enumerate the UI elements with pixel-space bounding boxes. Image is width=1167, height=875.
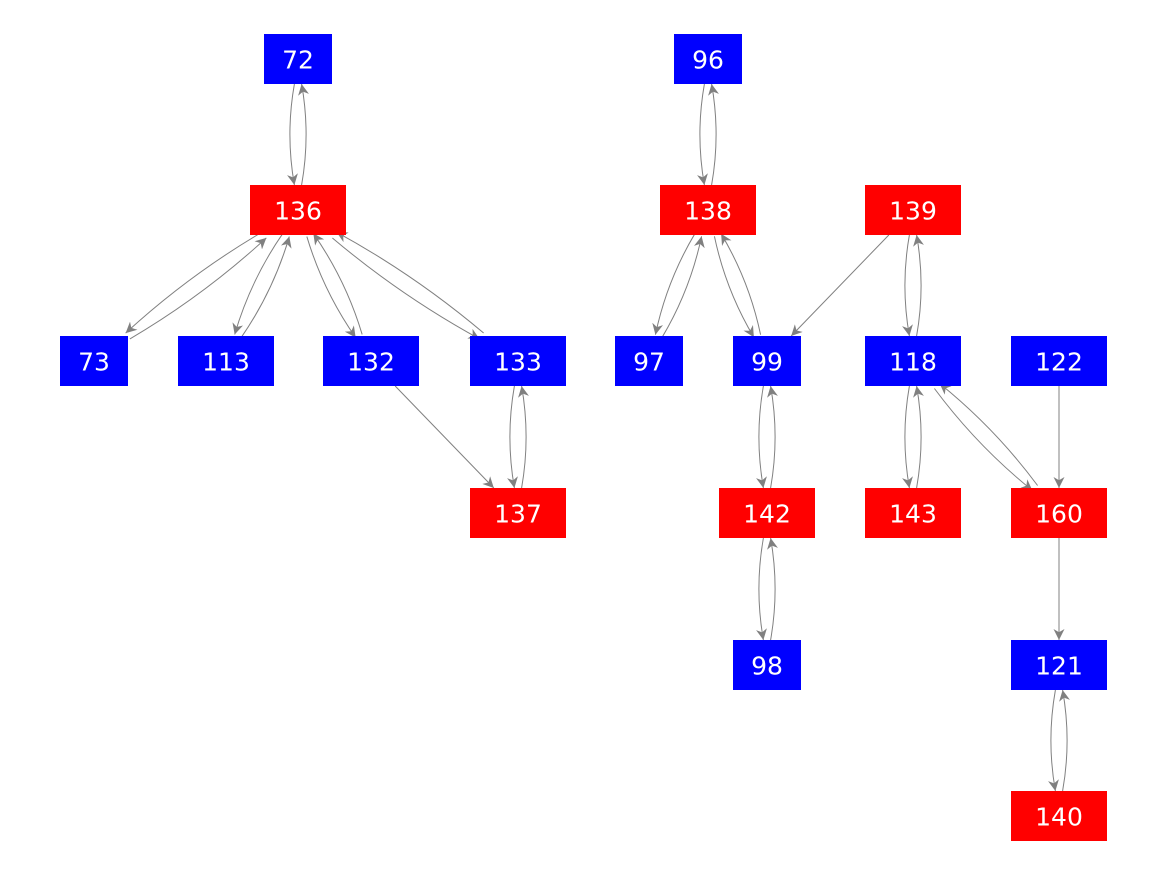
node-label: 96 [692, 46, 724, 75]
node-73[interactable]: 73 [60, 336, 128, 386]
edge-136-to-72 [298, 83, 309, 186]
node-label: 142 [743, 500, 791, 529]
edge-118-to-139 [913, 234, 924, 337]
node-label: 72 [282, 46, 314, 75]
edge-98-to-142 [767, 537, 778, 641]
node-160[interactable]: 160 [1011, 488, 1107, 538]
node-113[interactable]: 113 [178, 336, 274, 386]
node-label: 136 [274, 197, 322, 226]
edge-99-to-142 [756, 385, 767, 489]
nodes-layer: 72 136 73 113 132 133 137 96 138 139 97 99 118 122 142… [60, 34, 1107, 841]
edge-99-to-138 [720, 233, 762, 335]
node-label: 133 [494, 348, 542, 377]
node-133[interactable]: 133 [470, 336, 566, 386]
edge-113-to-136 [240, 236, 292, 338]
node-box [1011, 488, 1107, 538]
node-box [865, 185, 961, 235]
edge-136-to-132 [306, 236, 357, 338]
edge-73-to-136 [129, 237, 267, 340]
node-box [470, 336, 566, 386]
node-label: 143 [889, 500, 937, 529]
edge-140-to-121 [1059, 689, 1070, 792]
node-121[interactable]: 121 [1011, 640, 1107, 690]
node-142[interactable]: 142 [719, 488, 815, 538]
edge-142-to-98 [756, 537, 767, 641]
node-box [178, 336, 274, 386]
edge-136-to-113 [232, 233, 284, 335]
node-138[interactable]: 138 [660, 185, 756, 235]
node-box [660, 185, 756, 235]
edges-layer [125, 83, 1070, 792]
edge-72-to-136 [287, 83, 298, 186]
node-label: 121 [1035, 652, 1083, 681]
edge-142-to-99 [767, 385, 778, 489]
node-132[interactable]: 132 [323, 336, 419, 386]
node-96[interactable]: 96 [674, 34, 742, 84]
node-label: 98 [751, 652, 783, 681]
node-box [1011, 640, 1107, 690]
node-box [470, 488, 566, 538]
node-136[interactable]: 136 [250, 185, 346, 235]
edge-133-to-137 [507, 385, 518, 489]
node-140[interactable]: 140 [1011, 791, 1107, 841]
node-box [1011, 791, 1107, 841]
edge-121-to-140 [1048, 689, 1059, 792]
edge-133-to-136 [336, 231, 484, 334]
node-137[interactable]: 137 [470, 488, 566, 538]
node-box [1011, 336, 1107, 386]
node-122[interactable]: 122 [1011, 336, 1107, 386]
edge-138-to-97 [652, 233, 696, 335]
node-box [250, 185, 346, 235]
node-98[interactable]: 98 [733, 640, 801, 690]
node-97[interactable]: 97 [615, 336, 683, 386]
node-label: 122 [1035, 348, 1083, 377]
node-box [60, 336, 128, 386]
node-label: 140 [1035, 803, 1083, 832]
node-box [323, 336, 419, 386]
node-box [865, 488, 961, 538]
node-box [674, 34, 742, 84]
edge-138-to-96 [708, 83, 719, 186]
edge-160-to-118 [939, 383, 1038, 486]
node-box [733, 336, 801, 386]
node-label: 99 [751, 348, 783, 377]
edge-96-to-138 [697, 83, 708, 186]
node-box [733, 640, 801, 690]
edge-136-to-133 [332, 237, 480, 340]
edge-137-to-133 [518, 385, 529, 489]
node-label: 132 [347, 348, 395, 377]
node-box [264, 34, 332, 84]
edge-118-to-160 [934, 388, 1033, 491]
edge-139-to-99 [790, 234, 890, 337]
edge-136-to-73 [125, 231, 263, 334]
edge-132-to-136 [312, 233, 363, 335]
node-label: 97 [633, 348, 665, 377]
edge-138-to-99 [713, 236, 755, 338]
node-label: 73 [78, 348, 110, 377]
node-118[interactable]: 118 [865, 336, 961, 386]
node-label: 160 [1035, 500, 1083, 529]
node-label: 139 [889, 197, 937, 226]
node-label: 113 [202, 348, 250, 377]
node-box [865, 336, 961, 386]
node-99[interactable]: 99 [733, 336, 801, 386]
node-label: 137 [494, 500, 542, 529]
edge-132-to-137 [394, 385, 495, 489]
node-143[interactable]: 143 [865, 488, 961, 538]
node-label: 138 [684, 197, 732, 226]
node-box [615, 336, 683, 386]
node-box [719, 488, 815, 538]
edge-139-to-118 [902, 234, 913, 337]
node-139[interactable]: 139 [865, 185, 961, 235]
edge-143-to-118 [913, 385, 924, 489]
node-72[interactable]: 72 [264, 34, 332, 84]
edge-97-to-138 [661, 236, 705, 338]
node-label: 118 [889, 348, 937, 377]
edge-118-to-143 [902, 385, 913, 489]
